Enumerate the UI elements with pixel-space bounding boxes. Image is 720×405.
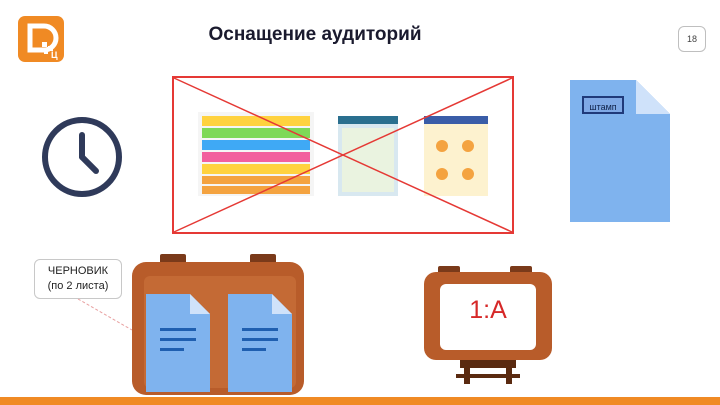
document-icon <box>570 80 670 222</box>
logo-icon: Ц <box>18 16 64 62</box>
draft-callout: ЧЕРНОВИК (по 2 листа) <box>34 259 122 299</box>
page-title: Оснащение аудиторий <box>208 24 422 45</box>
draft-callout-title: ЧЕРНОВИК <box>47 265 109 277</box>
bottom-accent-bar <box>0 397 720 405</box>
svg-text:Ц: Ц <box>51 50 58 60</box>
cabinet-label: 1:А <box>469 296 507 324</box>
periodic-table-poster <box>198 112 314 196</box>
cabinet-icon <box>424 266 552 384</box>
clock-icon <box>42 117 122 197</box>
document-icon-left <box>146 294 210 392</box>
document-icon-right <box>228 294 292 392</box>
stamp-label: штамп <box>582 96 624 114</box>
crossed-posters <box>172 76 514 234</box>
board-icon <box>132 254 304 395</box>
chemistry-poster <box>424 116 488 196</box>
page-number-badge: 18 <box>678 26 706 52</box>
solubility-table-poster <box>338 116 398 196</box>
draft-callout-subtitle: (по 2 листа) <box>47 280 109 292</box>
